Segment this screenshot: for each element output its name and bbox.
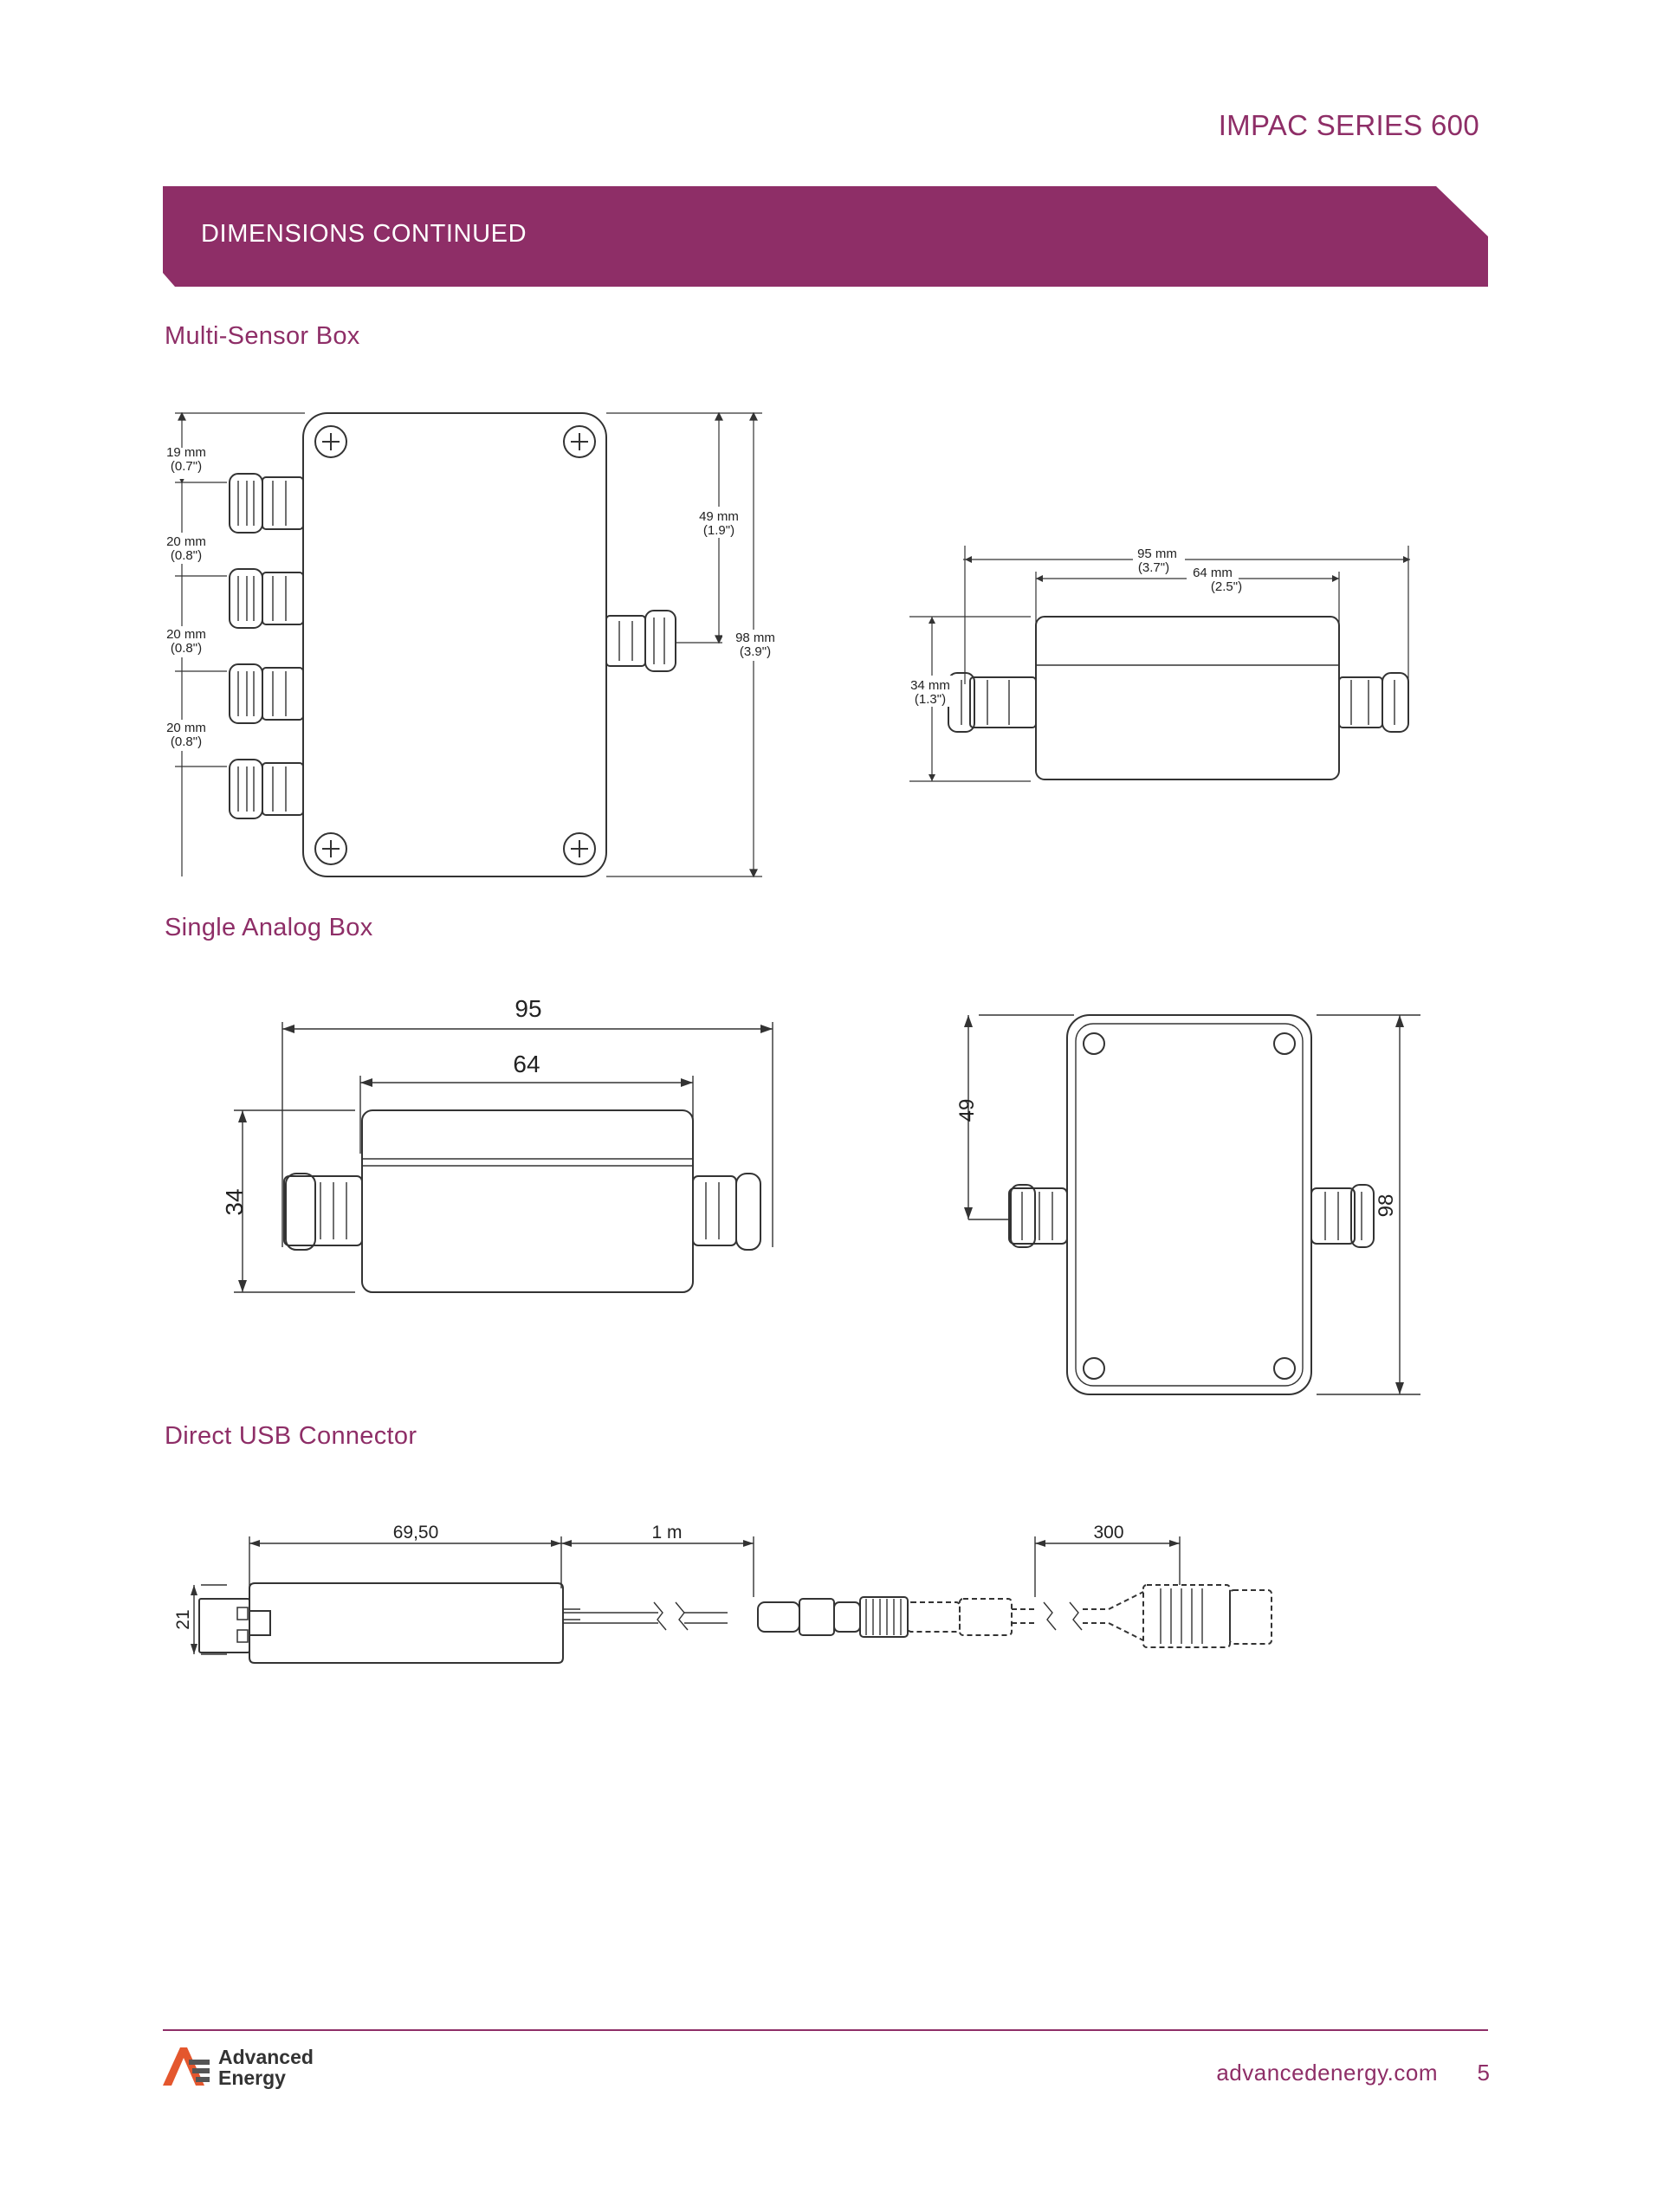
logo-wordmark: Advanced Energy <box>218 2047 314 2088</box>
dim-gap2-mm: 20 mm <box>166 534 206 549</box>
dim-half-49: 49 <box>955 1099 979 1122</box>
dim-gap3-in: (0.8") <box>171 641 202 656</box>
banner-title: DIMENSIONS CONTINUED <box>201 220 527 248</box>
logo-line1: Advanced <box>218 2046 314 2068</box>
series-title: IMPAC SERIES 600 <box>1218 109 1479 141</box>
dim-side-width-in: (3.7") <box>1138 560 1169 575</box>
direct-usb-connector-title: Direct USB Connector <box>165 1422 417 1450</box>
dim-gap1-mm: 19 mm <box>166 445 206 460</box>
multi-sensor-top-view-drawing: 19 mm (0.7") 20 mm (0.8") 20 mm (0.8") 2… <box>159 411 780 878</box>
page-number: 5 <box>1477 2060 1490 2086</box>
usb-connector-drawing: 69,50 1 m 300 21 <box>173 1523 1272 1664</box>
dim-width-95: 95 <box>514 995 541 1022</box>
dim-cable-length: 1 m <box>651 1523 682 1543</box>
advanced-energy-logo-icon <box>163 2047 210 2086</box>
multi-sensor-side-view-drawing: 95 mm (3.7") 64 mm (2.5") 34 mm (1.3") <box>904 546 1410 782</box>
logo-line2: Energy <box>218 2066 286 2089</box>
single-analog-box-title: Single Analog Box <box>165 914 373 941</box>
dim-side-body-mm: 64 mm <box>1193 566 1233 580</box>
dim-tail-length: 300 <box>1093 1523 1123 1543</box>
dim-length-mm: 98 mm <box>735 631 775 645</box>
dim-side-height-in: (1.3") <box>915 692 946 707</box>
dim-height-34: 34 <box>221 1188 248 1215</box>
section-banner <box>163 186 1488 287</box>
dim-body-64: 64 <box>513 1051 540 1077</box>
footer-rule <box>163 2029 1488 2031</box>
footer-url-link[interactable]: advancedenergy.com <box>1216 2060 1438 2086</box>
dim-gap1-in: (0.7") <box>171 459 202 474</box>
dim-gap4-in: (0.8") <box>171 734 202 749</box>
dim-gap2-in: (0.8") <box>171 548 202 563</box>
dim-length-in: (3.9") <box>740 644 771 659</box>
dim-gap4-mm: 20 mm <box>166 721 206 735</box>
dim-half-length-mm: 49 mm <box>699 509 739 524</box>
dim-side-height-mm: 34 mm <box>910 678 950 693</box>
dim-length-98: 98 <box>1375 1194 1398 1218</box>
dim-half-length-in: (1.9") <box>703 523 734 538</box>
single-analog-side-view-drawing: 95 64 34 <box>221 995 773 1293</box>
multi-sensor-box-title: Multi-Sensor Box <box>165 322 360 350</box>
dim-side-width-mm: 95 mm <box>1137 547 1177 561</box>
dim-side-body-in: (2.5") <box>1211 579 1242 594</box>
dim-gap3-mm: 20 mm <box>166 627 206 642</box>
dim-plug-height: 21 <box>173 1609 193 1629</box>
dim-plug-length: 69,50 <box>393 1523 439 1543</box>
single-analog-top-view-drawing: 49 98 <box>955 1014 1420 1395</box>
